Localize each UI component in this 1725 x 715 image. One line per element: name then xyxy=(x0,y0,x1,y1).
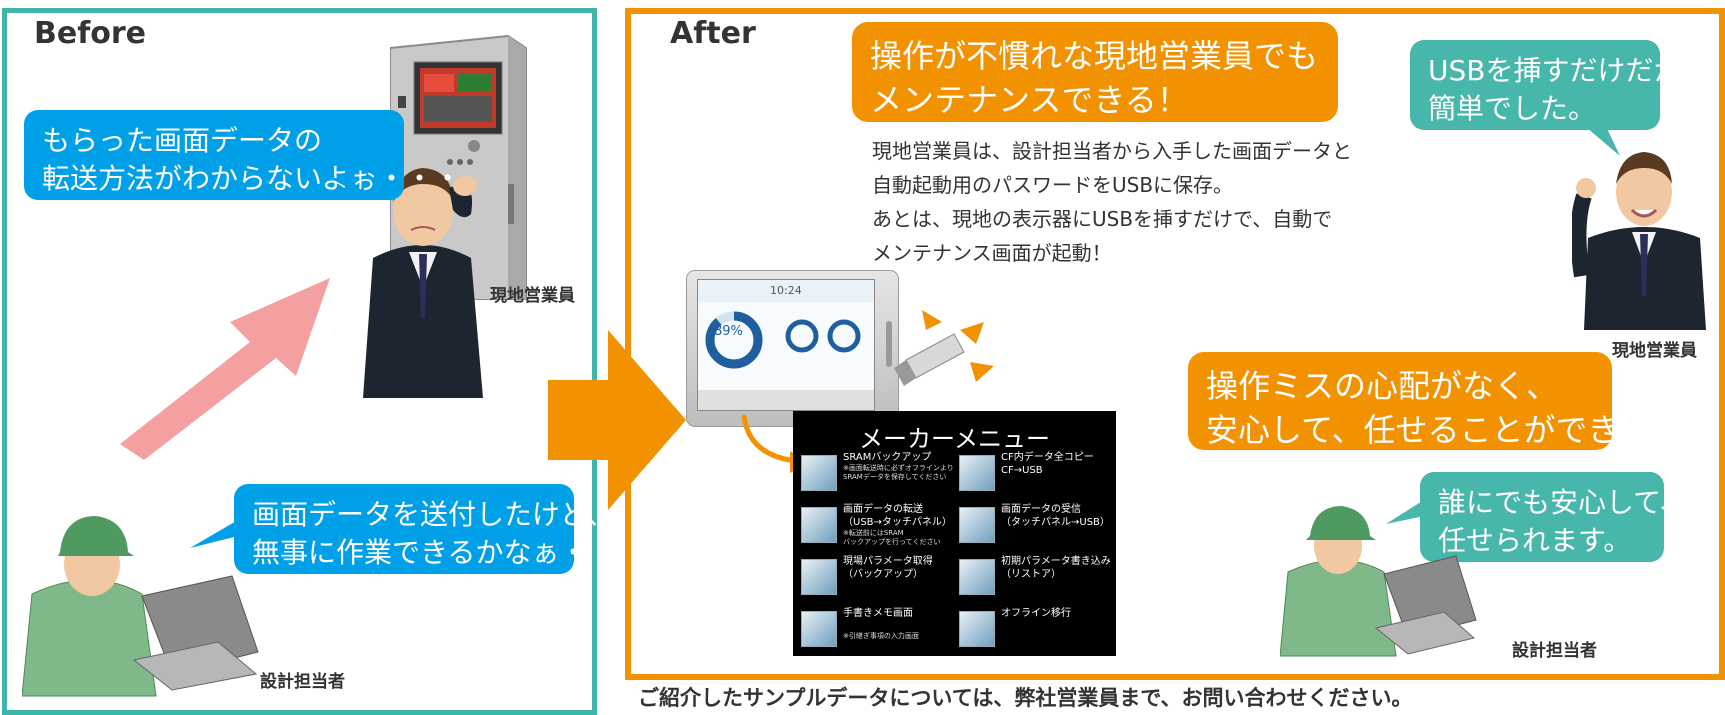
device-side-button xyxy=(886,321,892,367)
menu-item-param-write[interactable]: 初期パラメータ書き込み （リストア） xyxy=(959,555,1119,607)
menu-item-label: （リストア） xyxy=(1001,569,1061,580)
callout-line: 操作ミスの心配がなく、 xyxy=(1206,367,1559,405)
small-gauges xyxy=(785,319,861,353)
menu-item-label: オフライン移行 xyxy=(1001,608,1071,619)
menu-item-note: ※転送前にはSRAM xyxy=(843,529,904,537)
role-label-field-staff-after: 現地営業員 xyxy=(1612,341,1697,361)
bubble-line: 画面データを送付したけど、 xyxy=(252,498,615,531)
headline-callout: 操作が不慣れな現地営業員でも メンテナンスできる！ xyxy=(852,22,1338,122)
designer-worried-illustration xyxy=(22,516,259,697)
screen-transfer-icon xyxy=(801,507,837,543)
menu-item-text: 現場パラメータ取得 （バックアップ） xyxy=(843,555,961,581)
callout-line: 安心して、任せることができる！ xyxy=(1206,411,1683,449)
after-description: 現地営業員は、設計担当者から入手した画面データと 自動起動用のパスワードをUSB… xyxy=(872,134,1352,270)
sram-backup-icon xyxy=(801,455,837,491)
description-line: メンテナンス画面が起動！ xyxy=(872,241,1112,265)
offline-icon xyxy=(959,611,995,647)
menu-item-label: 画面データの転送 xyxy=(843,504,923,515)
bubble-tail xyxy=(1580,122,1620,156)
field-staff-happy-illustration xyxy=(1572,152,1706,330)
bubble-line: 誰にでも安心して、 xyxy=(1438,486,1688,519)
usb-easy-speech-bubble: USBを挿すだけだから 簡単でした。 xyxy=(1410,40,1710,130)
menu-item-text: SRAMバックアップ ※画面転送時に必ずオフラインより SRAMデータを保存して… xyxy=(843,451,961,482)
menu-item-label: 現場パラメータ取得 xyxy=(843,556,933,567)
role-label-designer-after: 設計担当者 xyxy=(1512,641,1597,661)
bubble-line: 転送方法がわからないよぉ・・・ xyxy=(42,162,462,195)
menu-item-text: オフライン移行 xyxy=(1001,607,1119,620)
menu-item-label: 初期パラメータ書き込み xyxy=(1001,556,1111,567)
screen-clock: 10:24 xyxy=(770,284,802,297)
worried-speech-bubble: 画面データを送付したけど、 無事に作業できるかなぁ・・・ xyxy=(234,484,644,574)
before-title: Before xyxy=(34,16,147,51)
menu-item-label: SRAMバックアップ xyxy=(843,452,932,463)
memo-icon xyxy=(801,611,837,647)
menu-item-note: ※画面転送時に必ずオフラインより xyxy=(843,464,954,472)
menu-item-offline[interactable]: オフライン移行 xyxy=(959,607,1119,659)
before-to-after-arrow xyxy=(548,330,686,510)
touch-panel-device: 10:24 89% xyxy=(686,270,899,427)
bubble-line: もらった画面データの xyxy=(42,124,323,157)
confused-speech-bubble: もらった画面データの 転送方法がわからないよぉ・・・ xyxy=(24,110,462,200)
param-write-icon xyxy=(959,559,995,595)
menu-item-label: CF内データ全コピー xyxy=(1001,452,1094,463)
menu-item-memo[interactable]: 手書きメモ画面 ※引継ぎ事項の入力画面 xyxy=(801,607,961,659)
menu-item-label: （USB→タッチパネル） xyxy=(843,517,952,528)
field-staff-confused-illustration xyxy=(363,168,483,398)
after-title: After xyxy=(670,16,756,51)
bubble-line: 任せられます。 xyxy=(1438,524,1632,557)
maker-menu-screen: メーカーメニュー SRAMバックアップ ※画面転送時に必ずオフラインより SRA… xyxy=(793,411,1116,656)
screen-receive-icon xyxy=(959,507,995,543)
designer-calm-illustration xyxy=(1280,506,1477,657)
screen-icon-bar xyxy=(698,390,874,410)
footer-note: ご紹介したサンプルデータについては、弊社営業員まで、お問い合わせください。 xyxy=(638,686,1413,710)
description-line: あとは、現地の表示器にUSBを挿すだけで、自動で xyxy=(872,207,1333,231)
gauge-value: 89% xyxy=(714,324,743,339)
role-label-designer: 設計担当者 xyxy=(260,672,345,692)
menu-item-label: CF→USB xyxy=(1001,465,1043,476)
bubble-tail xyxy=(1386,500,1424,524)
menu-item-sram-backup[interactable]: SRAMバックアップ ※画面転送時に必ずオフラインより SRAMデータを保存して… xyxy=(801,451,961,503)
touch-panel-screen: 10:24 89% xyxy=(697,279,875,411)
relief-callout: 操作ミスの心配がなく、 安心して、任せることができる！ xyxy=(1188,352,1683,450)
param-get-icon xyxy=(801,559,837,595)
headline-line: メンテナンスできる！ xyxy=(870,81,1189,119)
usb-stick-icon xyxy=(894,310,994,386)
menu-item-text: CF内データ全コピー CF→USB xyxy=(1001,451,1119,477)
menu-item-text: 初期パラメータ書き込み （リストア） xyxy=(1001,555,1119,581)
menu-item-label: （バックアップ） xyxy=(843,569,923,580)
menu-item-note: SRAMデータを保存してください xyxy=(843,473,947,481)
menu-item-note: ※引継ぎ事項の入力画面 xyxy=(843,632,919,640)
maker-menu-title: メーカーメニュー xyxy=(858,425,1051,453)
bubble-line: 簡単でした。 xyxy=(1428,92,1597,125)
role-label-field-staff: 現地営業員 xyxy=(490,286,575,306)
menu-item-text: 手書きメモ画面 ※引継ぎ事項の入力画面 xyxy=(843,607,961,641)
menu-item-label: 手書きメモ画面 xyxy=(843,608,913,619)
menu-item-screen-receive[interactable]: 画面データの受信 （タッチパネル→USB） xyxy=(959,503,1119,555)
menu-item-text: 画面データの受信 （タッチパネル→USB） xyxy=(1001,503,1119,529)
headline-line: 操作が不慣れな現地営業員でも xyxy=(870,37,1319,75)
menu-item-label: （タッチパネル→USB） xyxy=(1001,517,1110,528)
bubble-tail xyxy=(190,520,238,548)
bubble-line: 無事に作業できるかなぁ・・・ xyxy=(252,536,644,569)
menu-item-screen-transfer[interactable]: 画面データの転送 （USB→タッチパネル） ※転送前にはSRAM バックアップを… xyxy=(801,503,961,555)
description-line: 現地営業員は、設計担当者から入手した画面データと xyxy=(872,139,1352,163)
menu-item-label: 画面データの受信 xyxy=(1001,504,1081,515)
menu-item-text: 画面データの転送 （USB→タッチパネル） ※転送前にはSRAM バックアップを… xyxy=(843,503,961,547)
description-line: 自動起動用のパスワードをUSBに保存。 xyxy=(872,173,1234,197)
gauge-chart xyxy=(705,311,763,369)
after-panel xyxy=(625,8,1725,680)
menu-item-param-get[interactable]: 現場パラメータ取得 （バックアップ） xyxy=(801,555,961,607)
cf-copy-icon xyxy=(959,455,995,491)
anyone-speech-bubble: 誰にでも安心して、 任せられます。 xyxy=(1420,472,1688,562)
bubble-tail xyxy=(330,178,370,200)
screen-header xyxy=(698,280,874,302)
menu-item-cf-copy[interactable]: CF内データ全コピー CF→USB xyxy=(959,451,1119,503)
bubble-line: USBを挿すだけだから xyxy=(1428,54,1710,87)
menu-item-note: バックアップを行ってください xyxy=(843,538,941,546)
send-data-arrow xyxy=(120,278,330,460)
